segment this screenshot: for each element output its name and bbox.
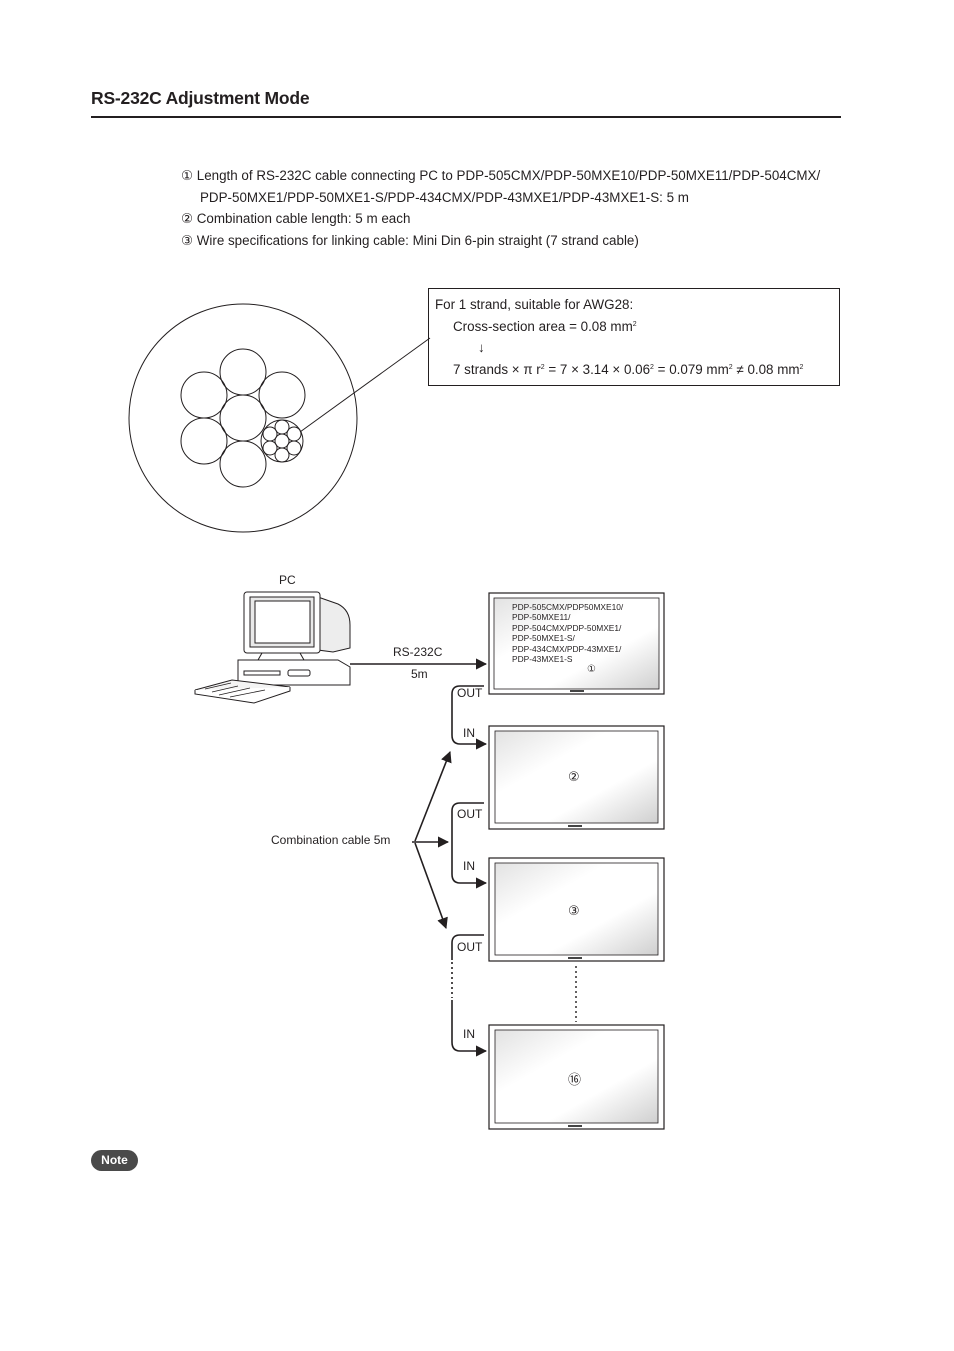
display-number: ① bbox=[587, 664, 596, 675]
pc-illustration bbox=[194, 591, 351, 704]
list-text: Length of RS-232C cable connecting PC to… bbox=[196, 168, 821, 183]
note-badge: Note bbox=[91, 1150, 138, 1171]
display-number: ③ bbox=[568, 903, 580, 918]
title-rule bbox=[91, 116, 841, 118]
strand-spec-callout bbox=[428, 288, 840, 386]
list-marker: ① bbox=[181, 168, 194, 183]
out-label: OUT bbox=[457, 940, 483, 954]
in-label: IN bbox=[463, 859, 475, 873]
first-display-models: PDP-505CMX/PDP50MXE10/ PDP-50MXE11/ PDP-… bbox=[512, 602, 624, 665]
down-arrow-icon: ↓ bbox=[478, 340, 485, 355]
out-label: OUT bbox=[457, 686, 483, 700]
cable-lines bbox=[350, 658, 577, 1057]
list-item: ③ Wire specifications for linking cable:… bbox=[181, 232, 639, 250]
callout-line-2: Cross-section area = 0.08 mm2 bbox=[453, 319, 637, 334]
callout-line-1: For 1 strand, suitable for AWG28: bbox=[435, 297, 634, 312]
list-item: ② Combination cable length: 5 m each bbox=[181, 210, 410, 228]
rs232c-length-label: 5m bbox=[411, 667, 428, 681]
display-last bbox=[488, 1024, 665, 1130]
callout-line-3: 7 strands × π r2 = 7 × 3.14 × 0.062 = 0.… bbox=[453, 362, 804, 377]
list-text: Wire specifications for linking cable: M… bbox=[196, 233, 639, 248]
list-marker: ② bbox=[181, 211, 194, 226]
display-third bbox=[488, 857, 665, 962]
in-label: IN bbox=[463, 1027, 475, 1041]
list-item: ① Length of RS-232C cable connecting PC … bbox=[181, 167, 820, 185]
pc-label: PC bbox=[279, 573, 296, 587]
in-label: IN bbox=[463, 726, 475, 740]
display-number: ② bbox=[568, 769, 580, 784]
cable-cross-section bbox=[128, 303, 431, 533]
rs232c-label: RS-232C bbox=[393, 645, 443, 659]
list-item-continuation: PDP-50MXE1/PDP-50MXE1-S/PDP-434CMX/PDP-4… bbox=[200, 190, 689, 205]
page-title: RS-232C Adjustment Mode bbox=[91, 88, 310, 108]
combination-cable-label: Combination cable 5m bbox=[271, 833, 391, 847]
display-number: ⑯ bbox=[568, 1072, 582, 1087]
out-label: OUT bbox=[457, 807, 483, 821]
display-second bbox=[488, 725, 665, 830]
list-text: Combination cable length: 5 m each bbox=[196, 211, 411, 226]
display-first bbox=[488, 592, 665, 695]
list-marker: ③ bbox=[181, 233, 194, 248]
